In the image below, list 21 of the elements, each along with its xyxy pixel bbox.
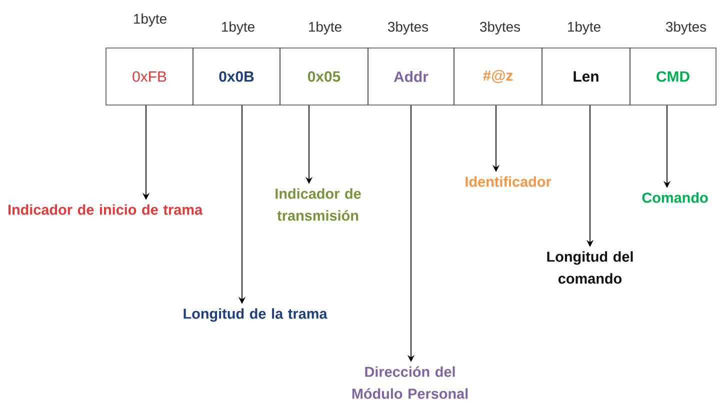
byte-label: 3bytes [388, 22, 428, 34]
field-cell: Len [542, 48, 630, 106]
description-text: Identificador [466, 176, 552, 187]
field-cell: 0xFB [106, 48, 194, 106]
field-cell: Addr [368, 48, 454, 106]
byte-label: 1byte [134, 14, 166, 26]
description-text: Longitud del comando [547, 251, 633, 284]
byte-label: 3bytes [480, 22, 520, 34]
field-cell: #@z [454, 48, 542, 106]
byte-label: 3bytes [666, 22, 706, 34]
byte-label: 1byte [568, 22, 600, 34]
description-text: Dirección del Módulo Personal [352, 366, 468, 399]
field-cell: 0x05 [280, 48, 368, 106]
field-cell: 0x0B [192, 48, 280, 106]
description-text: Comando [642, 192, 708, 203]
description-text: Indicador de transmisión [276, 188, 361, 221]
byte-label: 1byte [309, 22, 342, 34]
description-text: Longitud de la trama [184, 308, 328, 322]
byte-label: 1byte [222, 22, 254, 34]
field-cell: CMD [630, 48, 716, 106]
description-text: Indicador de inicio de trama [8, 204, 203, 215]
